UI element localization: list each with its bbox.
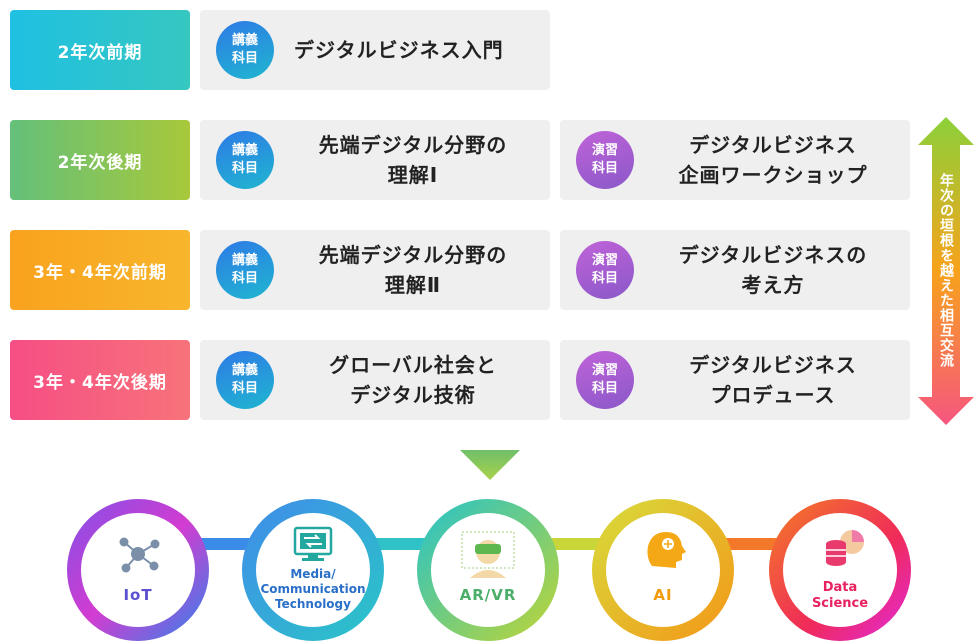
- course-card-advanced-digital-2: 講義 科目 先端デジタル分野の 理解Ⅱ: [200, 230, 550, 310]
- brain-icon: [647, 532, 686, 568]
- ring-ai: [592, 499, 734, 641]
- lecture-badge: 講義 科目: [216, 21, 274, 79]
- seminar-badge: 演習 科目: [576, 351, 634, 409]
- ring-media: [242, 499, 384, 641]
- course-card-global-society-tech: 講義 科目 グローバル社会と デジタル技術: [200, 340, 550, 420]
- field-label-media: Media/ Communication Technology: [260, 567, 366, 611]
- period-2nd-year-second-half: 2年次後期: [10, 120, 190, 200]
- ring-iot: [67, 499, 209, 641]
- course-card-advanced-digital-1: 講義 科目 先端デジタル分野の 理解Ⅰ: [200, 120, 550, 200]
- double-arrow-icon: [918, 117, 974, 425]
- course-title: デジタルビジネス プロデュース: [689, 353, 857, 407]
- period-3rd-4th-year-second-half: 3年・4年次後期: [10, 340, 190, 420]
- lecture-badge: 講義 科目: [216, 131, 274, 189]
- course-title: デジタルビジネス入門: [294, 38, 504, 62]
- exchange-label: 年次の垣根を越えた相互交流: [938, 172, 954, 368]
- course-title: 先端デジタル分野の 理解Ⅱ: [318, 243, 508, 297]
- course-title: グローバル社会と デジタル技術: [329, 353, 497, 407]
- down-arrow-icon: [460, 450, 520, 480]
- vr-headset-icon: [461, 531, 515, 578]
- lecture-badge: 講義 科目: [216, 351, 274, 409]
- course-card-planning-workshop: 演習 科目 デジタルビジネス 企画ワークショップ: [560, 120, 910, 200]
- lecture-badge: 講義 科目: [216, 241, 274, 299]
- course-card-intro-digital-business: 講義 科目 デジタルビジネス入門: [200, 10, 550, 90]
- field-label-ai: AI: [653, 586, 673, 604]
- monitor-icon: [293, 526, 333, 561]
- course-title: 先端デジタル分野の 理解Ⅰ: [318, 133, 508, 187]
- period-3rd-4th-year-first-half: 3年・4年次前期: [10, 230, 190, 310]
- field-label-data-science: Data Science: [811, 580, 869, 611]
- seminar-badge: 演習 科目: [576, 131, 634, 189]
- database-chart-icon: [826, 530, 864, 566]
- course-title: デジタルビジネス 企画ワークショップ: [678, 133, 868, 187]
- field-label-iot: IoT: [123, 586, 153, 604]
- seminar-badge: 演習 科目: [576, 241, 634, 299]
- course-card-digital-business-produce: 演習 科目 デジタルビジネス プロデュース: [560, 340, 910, 420]
- ring-data-science: [769, 499, 911, 641]
- period-2nd-year-first-half: 2年次前期: [10, 10, 190, 90]
- course-title: デジタルビジネスの 考え方: [678, 243, 868, 297]
- course-card-digital-business-thinking: 演習 科目 デジタルビジネスの 考え方: [560, 230, 910, 310]
- network-icon: [119, 537, 160, 573]
- field-label-arvr: AR/VR: [459, 586, 517, 604]
- technology-rings: [67, 499, 911, 641]
